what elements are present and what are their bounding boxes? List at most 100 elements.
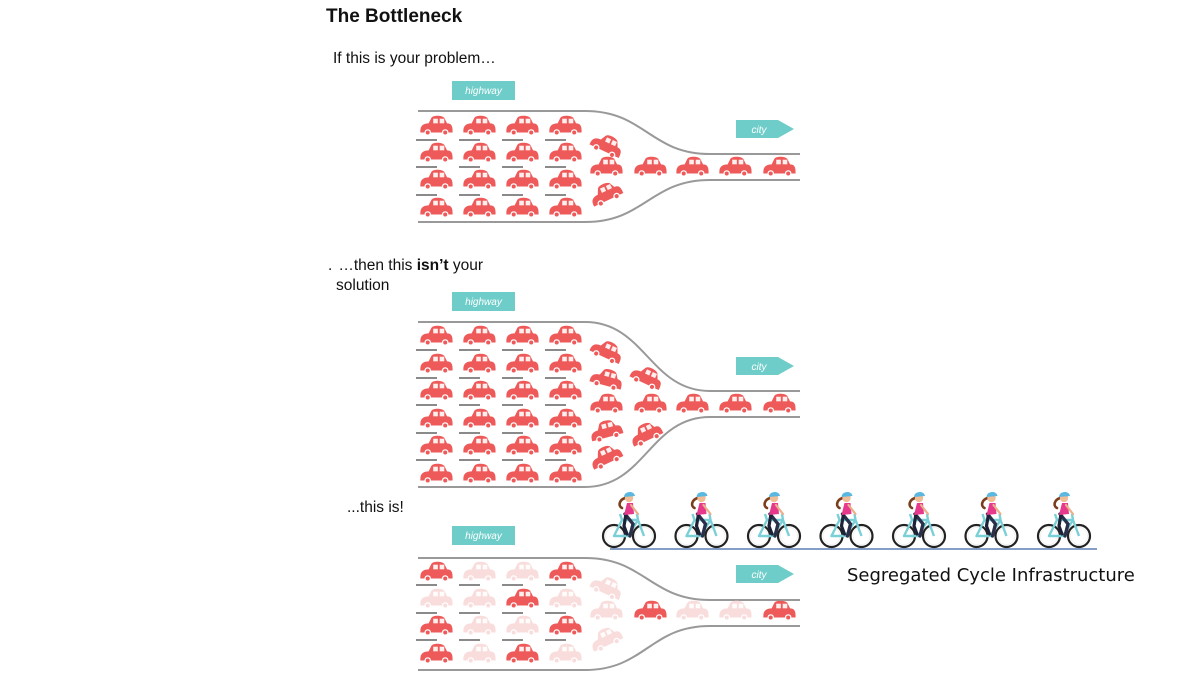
panel-solution: highway city — [416, 526, 800, 671]
car-icon — [549, 142, 582, 163]
car-icon — [549, 463, 582, 484]
car-icon — [420, 380, 453, 401]
highway-sign: highway — [452, 81, 515, 100]
caption-not-solution-prefix: …then this — [338, 257, 417, 274]
car-icon — [420, 169, 453, 190]
car-icon — [463, 197, 496, 218]
car-icon — [549, 435, 582, 456]
car-faded-icon — [463, 561, 496, 582]
car-faded-icon — [676, 600, 709, 621]
car-faded-icon — [587, 622, 625, 655]
car-faded-icon — [719, 600, 752, 621]
car-faded-icon — [590, 600, 623, 621]
car-icon — [506, 115, 539, 136]
car-icon — [420, 142, 453, 163]
car-icon — [676, 393, 709, 414]
highway-sign-text: highway — [465, 297, 503, 308]
car-icon — [506, 463, 539, 484]
car-icon — [627, 417, 665, 450]
car-faded-icon — [463, 615, 496, 636]
car-icon — [587, 440, 625, 473]
car-icon — [549, 561, 582, 582]
road-solution — [418, 557, 800, 671]
caption-not-solution-line2: solution — [336, 277, 390, 294]
cyclist-icon — [601, 491, 657, 549]
panel-widened: highway city — [416, 292, 800, 488]
car-icon — [634, 600, 667, 621]
car-faded-icon — [420, 588, 453, 609]
car-icon — [420, 561, 453, 582]
car-icon — [463, 142, 496, 163]
caption-not-solution-bold: isn’t — [416, 257, 449, 274]
city-sign: city — [736, 120, 794, 138]
city-sign-text: city — [752, 570, 768, 581]
caption-not-solution: . …then this isn’t your — [328, 256, 483, 276]
car-icon — [588, 129, 626, 162]
highway-sign-text: highway — [465, 531, 503, 542]
car-icon — [420, 353, 453, 374]
car-icon — [506, 408, 539, 429]
car-icon — [549, 380, 582, 401]
car-faded-icon — [463, 588, 496, 609]
cyclist-icon — [1036, 491, 1092, 549]
highway-sign-text: highway — [465, 86, 503, 97]
car-icon — [463, 325, 496, 346]
car-icon — [590, 156, 623, 177]
car-icon — [634, 393, 667, 414]
city-sign: city — [736, 357, 794, 375]
cyclist-icon — [891, 491, 947, 549]
car-icon — [420, 408, 453, 429]
car-icon — [587, 177, 625, 210]
car-icon — [628, 361, 666, 394]
car-icon — [590, 393, 623, 414]
car-icon — [719, 393, 752, 414]
car-icon — [506, 380, 539, 401]
car-icon — [549, 197, 582, 218]
city-sign: city — [736, 565, 794, 583]
car-icon — [463, 169, 496, 190]
page-title: The Bottleneck — [326, 6, 463, 27]
car-icon — [420, 197, 453, 218]
car-icon — [420, 615, 453, 636]
bike-lane-label: Segregated Cycle Infrastructure — [847, 565, 1135, 586]
car-icon — [549, 325, 582, 346]
cyclists-layer — [601, 491, 1097, 550]
car-icon — [506, 169, 539, 190]
car-icon — [588, 335, 626, 368]
car-icon — [549, 353, 582, 374]
car-icon — [420, 435, 453, 456]
car-faded-icon — [549, 588, 582, 609]
road-widened — [418, 321, 800, 488]
car-icon — [587, 416, 625, 445]
car-icon — [463, 380, 496, 401]
car-icon — [763, 156, 796, 177]
car-icon — [506, 197, 539, 218]
panels-layer: highway city highway city highway city — [416, 81, 800, 671]
caption-lead-dot: . — [328, 257, 333, 274]
car-icon — [506, 588, 539, 609]
car-icon — [634, 156, 667, 177]
city-sign-text: city — [752, 125, 768, 136]
highway-sign: highway — [452, 292, 515, 311]
caption-not-solution-suffix: your — [448, 257, 484, 274]
road-problem — [418, 110, 800, 223]
cyclist-icon — [674, 491, 729, 549]
car-icon — [506, 435, 539, 456]
car-icon — [463, 115, 496, 136]
cyclist-icon — [964, 491, 1019, 549]
car-icon — [420, 115, 453, 136]
car-icon — [549, 169, 582, 190]
car-icon — [763, 393, 796, 414]
car-icon — [420, 463, 453, 484]
car-icon — [506, 643, 539, 664]
car-icon — [506, 353, 539, 374]
cyclist-icon — [819, 491, 874, 549]
city-sign-text: city — [752, 362, 768, 373]
car-icon — [463, 435, 496, 456]
car-icon — [463, 463, 496, 484]
car-faded-icon — [588, 571, 626, 604]
car-faded-icon — [463, 643, 496, 664]
car-icon — [506, 325, 539, 346]
car-icon — [463, 353, 496, 374]
car-faded-icon — [506, 561, 539, 582]
